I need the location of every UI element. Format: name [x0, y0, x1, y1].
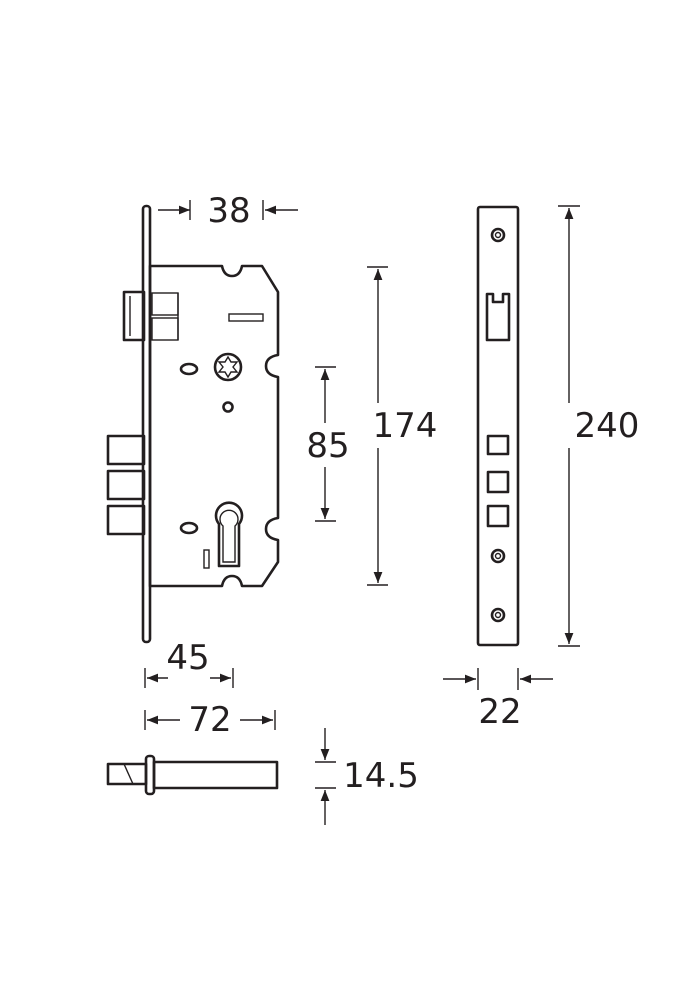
faceplate	[476, 205, 520, 647]
dim-174	[367, 266, 388, 586]
deadbolt-1	[106, 434, 146, 466]
dim-38-label: 38	[207, 191, 250, 231]
lock-bottom-view	[106, 754, 279, 796]
upper-oval-hole	[179, 362, 199, 376]
dim-72	[144, 710, 276, 730]
latch-bolt	[122, 290, 146, 342]
dim-22	[443, 668, 553, 690]
dim-85-label: 85	[306, 426, 349, 466]
dim-240	[558, 205, 580, 647]
dim-14-5	[315, 728, 336, 825]
lock-case	[148, 264, 280, 588]
dim-38	[158, 200, 298, 220]
cylinder-hole	[214, 501, 244, 568]
dim-174-label: 174	[373, 406, 438, 446]
deadbolt-3	[106, 504, 146, 536]
faceplate-front-view	[476, 205, 520, 647]
lock-side-view	[106, 204, 280, 644]
dim-72-label: 72	[188, 700, 231, 740]
bolt-end	[106, 762, 148, 786]
follower-spindle	[213, 352, 243, 382]
dim-240-label: 240	[575, 406, 640, 446]
small-hole	[222, 401, 234, 413]
dim-45-label: 45	[166, 638, 209, 678]
dim-14-5-label: 14.5	[343, 756, 419, 796]
dim-85	[315, 366, 336, 522]
deadbolt-2	[106, 469, 146, 501]
dim-22-label: 22	[478, 692, 521, 732]
slot	[228, 313, 264, 322]
lower-oval-hole	[179, 521, 199, 535]
dim-45	[144, 668, 234, 688]
case-bottom	[152, 760, 279, 790]
